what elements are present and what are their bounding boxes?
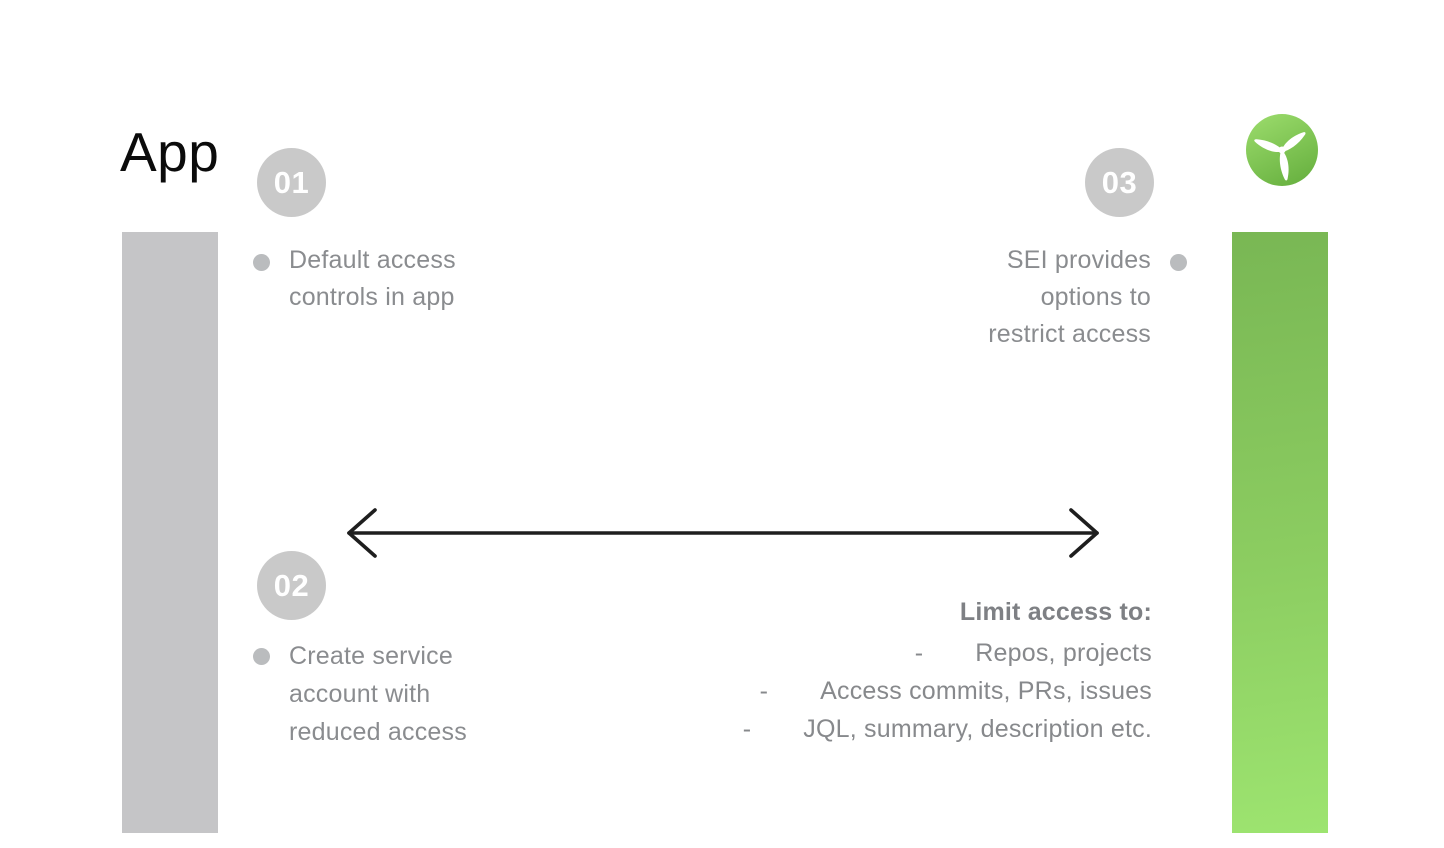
step-02-line-3: reduced access	[289, 718, 467, 746]
step-01-badge: 01	[257, 148, 326, 217]
dash-marker: -	[742, 715, 752, 743]
step-03-line-1: SEI provides	[1006, 246, 1151, 274]
limit-item-text: JQL, summary, description etc.	[803, 715, 1152, 743]
page-title: App	[120, 121, 220, 183]
step-02-text: Create service account with reduced acce…	[289, 637, 467, 751]
app-column-bar	[122, 232, 218, 833]
limit-item-text: Repos, projects	[975, 639, 1152, 667]
dash-marker: -	[914, 639, 924, 667]
propeller-logo-icon	[1246, 114, 1318, 186]
bullet-icon	[253, 254, 270, 271]
double-arrow-icon	[340, 503, 1106, 563]
dash-marker: -	[759, 677, 769, 705]
step-03-badge: 03	[1085, 148, 1154, 217]
step-02-badge: 02	[257, 551, 326, 620]
bullet-icon	[1170, 254, 1187, 271]
step-01-text: Default access controls in app	[289, 242, 456, 316]
sei-column-bar	[1232, 232, 1328, 833]
list-item: - Repos, projects	[743, 634, 1152, 672]
step-03-text: SEI provides options to restrict access	[988, 242, 1151, 353]
list-item: - Access commits, PRs, issues	[743, 672, 1152, 710]
step-01-line-1: Default access	[289, 246, 456, 274]
bullet-icon	[253, 648, 270, 665]
list-item: - JQL, summary, description etc.	[743, 710, 1152, 748]
limit-item-text: Access commits, PRs, issues	[820, 677, 1152, 705]
step-02-line-1: Create service	[289, 642, 453, 670]
limit-access-section: Limit access to: - Repos, projects - Acc…	[743, 597, 1152, 748]
step-03-line-2: options to	[1040, 283, 1151, 311]
step-03-line-3: restrict access	[988, 320, 1151, 348]
step-01-line-2: controls in app	[289, 283, 455, 311]
step-02-line-2: account with	[289, 680, 431, 708]
limit-access-heading: Limit access to:	[959, 598, 1152, 626]
